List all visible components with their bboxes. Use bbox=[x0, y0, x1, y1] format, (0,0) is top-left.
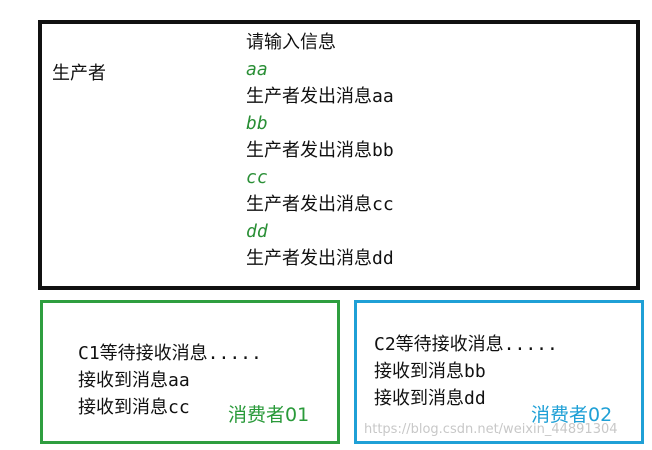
producer-input-line: aa bbox=[246, 59, 268, 80]
watermark: https://blog.csdn.net/weixin_44891304 bbox=[364, 422, 618, 437]
consumer2-line: 接收到消息dd bbox=[374, 388, 486, 409]
consumer1-line: C1等待接收消息..... bbox=[78, 343, 262, 364]
consumer1-line: 接收到消息cc bbox=[78, 397, 190, 418]
consumer2-line: 接收到消息bb bbox=[374, 361, 486, 382]
consumer1-box bbox=[40, 300, 340, 444]
producer-title: 生产者 bbox=[52, 63, 106, 84]
producer-output-line: 生产者发出消息dd bbox=[246, 248, 394, 269]
producer-output-line: 生产者发出消息cc bbox=[246, 194, 394, 215]
producer-input-line: cc bbox=[246, 167, 268, 188]
producer-box bbox=[38, 20, 640, 290]
producer-input-line: dd bbox=[246, 221, 268, 242]
consumer1-label: 消费者01 bbox=[228, 404, 310, 426]
producer-output-line: 生产者发出消息bb bbox=[246, 140, 394, 161]
producer-prompt-line: 请输入信息 bbox=[246, 32, 336, 53]
consumer1-line: 接收到消息aa bbox=[78, 370, 190, 391]
consumer2-box bbox=[354, 300, 644, 444]
consumer2-line: C2等待接收消息..... bbox=[374, 334, 558, 355]
consumer2-label: 消费者02 bbox=[531, 404, 613, 426]
producer-output-line: 生产者发出消息aa bbox=[246, 86, 394, 107]
producer-input-line: bb bbox=[246, 113, 268, 134]
